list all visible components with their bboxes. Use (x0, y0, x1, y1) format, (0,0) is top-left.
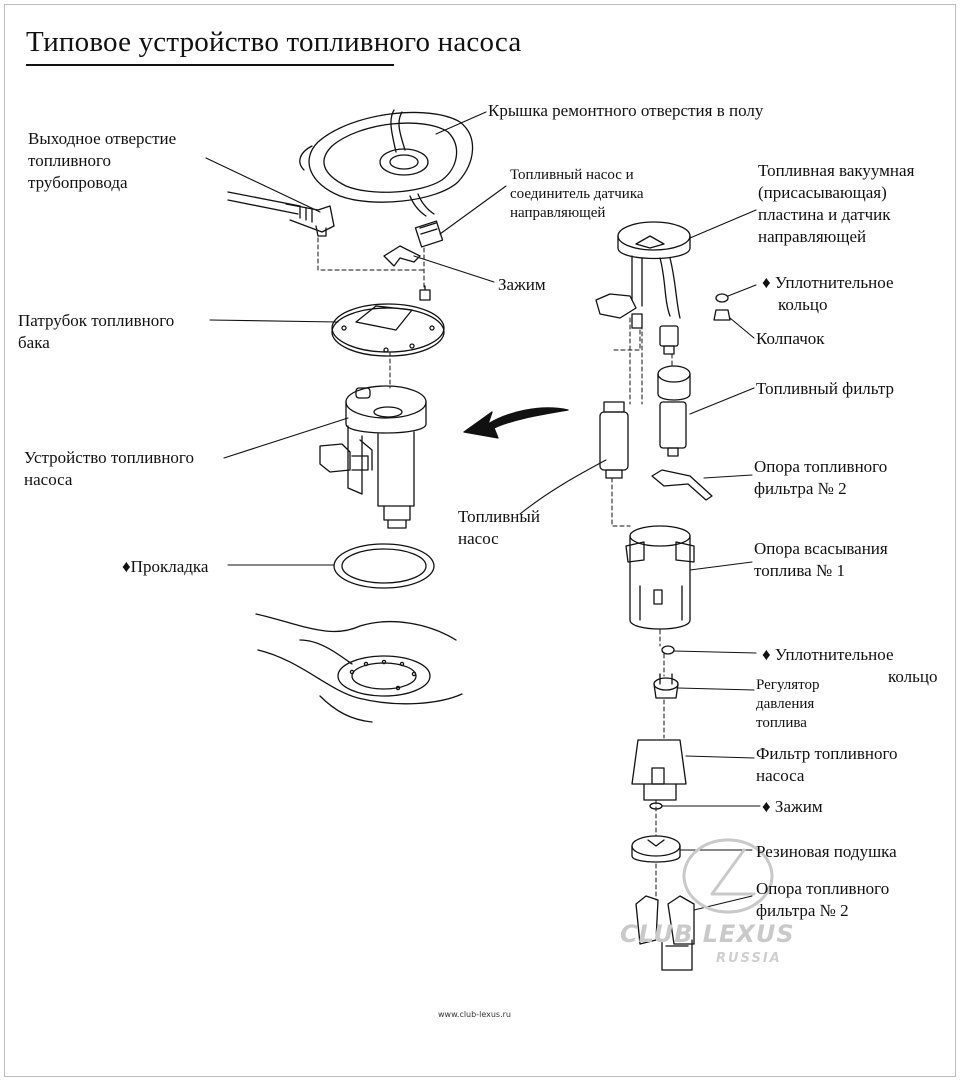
label-vacuum-plate-line4: направляющей (758, 227, 867, 246)
website-link[interactable]: www.club-lexus.ru (438, 1010, 511, 1019)
label-pump-filter-line2: насоса (756, 766, 805, 785)
label-floor-cover: Крышка ремонтного отверстия в полу (488, 101, 764, 120)
tank-neck-illustration (331, 303, 445, 357)
label-outlet-line3: трубопровода (28, 173, 128, 192)
label-pump-connector-line1: Топливный насос и (510, 167, 634, 183)
label-filter-support-b-line1: Опора топливного (756, 879, 890, 898)
watermark-club-lexus: CLUB LEXUS (620, 920, 795, 948)
label-pump-filter-line1: Фильтр топливного (756, 744, 898, 763)
label-suction-support-line2: топлива № 1 (754, 561, 845, 580)
page-title: Типовое устройство топливного насоса (26, 26, 522, 58)
label-fuel-pump-line1: Топливный (458, 507, 540, 526)
label-filter-support-a-line1: Опора топливного (754, 457, 888, 476)
page-frame (4, 4, 956, 1077)
label-cap: Колпачок (756, 329, 825, 348)
gasket-illustration (333, 543, 435, 589)
vacuum-plate-illustration (595, 221, 691, 355)
seal-ring-bottom-illustration (661, 645, 675, 655)
label-tank-neck-line2: бака (18, 333, 50, 352)
floor-cover-illustration (299, 109, 474, 248)
clamp-top-illustration (383, 245, 421, 267)
cap-illustration (713, 309, 731, 321)
label-fuel-pump-line2: насос (458, 529, 499, 548)
filter-support-bottom-illustration (635, 895, 695, 971)
label-clamp-bottom: ♦ Зажим (762, 797, 823, 816)
fuel-pump-illustration (599, 401, 629, 479)
fuel-filter-illustration (657, 365, 691, 457)
label-pump-connector-line2: соединитель датчика (510, 186, 644, 202)
regulator-illustration (653, 673, 679, 699)
title-underline (26, 64, 394, 66)
seal-ring-top-illustration (715, 293, 729, 303)
label-gasket: ♦Прокладка (122, 557, 209, 576)
label-fuel-filter: Топливный фильтр (756, 379, 895, 398)
outlet-hose-illustration (227, 191, 335, 237)
filter-bracket-top-illustration (651, 469, 713, 501)
label-pump-connector-line3: направляющей (510, 205, 606, 221)
label-seal-bottom-line2: кольцо (888, 667, 938, 686)
label-seal-bottom-line1: ♦ Уплотнительное (762, 645, 894, 664)
label-seal-top-line1: ♦ Уплотнительное (762, 273, 894, 292)
pump-filter-illustration (631, 739, 687, 801)
label-clamp-top: Зажим (498, 275, 546, 294)
rubber-cushion-illustration (631, 835, 681, 863)
label-regulator-line1: Регулятор (756, 677, 820, 693)
bolt-illustration (419, 285, 431, 301)
tank-body-illustration (255, 613, 463, 723)
label-vacuum-plate-line1: Топливная вакуумная (758, 161, 915, 180)
label-filter-support-b-line2: фильтра № 2 (756, 901, 849, 920)
watermark-russia: RUSSIA (716, 951, 782, 966)
label-vacuum-plate-line3: пластина и датчик (758, 205, 891, 224)
suction-support-illustration (625, 525, 695, 630)
label-pump-assembly-line2: насоса (24, 470, 73, 489)
label-filter-support-a-line2: фильтра № 2 (754, 479, 847, 498)
label-tank-neck-line1: Патрубок топливного (18, 311, 175, 330)
label-outlet-line2: топливного (28, 151, 112, 170)
label-outlet-line1: Выходное отверстие (28, 129, 177, 148)
label-regulator-line3: топлива (756, 715, 807, 731)
label-regulator-line2: давления (756, 696, 815, 712)
lexus-emblem-watermark (682, 838, 774, 914)
label-rubber-cushion: Резиновая подушка (756, 842, 897, 861)
label-pump-assembly-line1: Устройство топливного (24, 448, 194, 467)
pump-assembly-illustration (319, 385, 427, 529)
label-vacuum-plate-line2: (присасывающая) (758, 183, 887, 202)
label-seal-top-line2: кольцо (778, 295, 828, 314)
label-suction-support-line1: Опора всасывания (754, 539, 888, 558)
direction-arrow (463, 407, 569, 439)
